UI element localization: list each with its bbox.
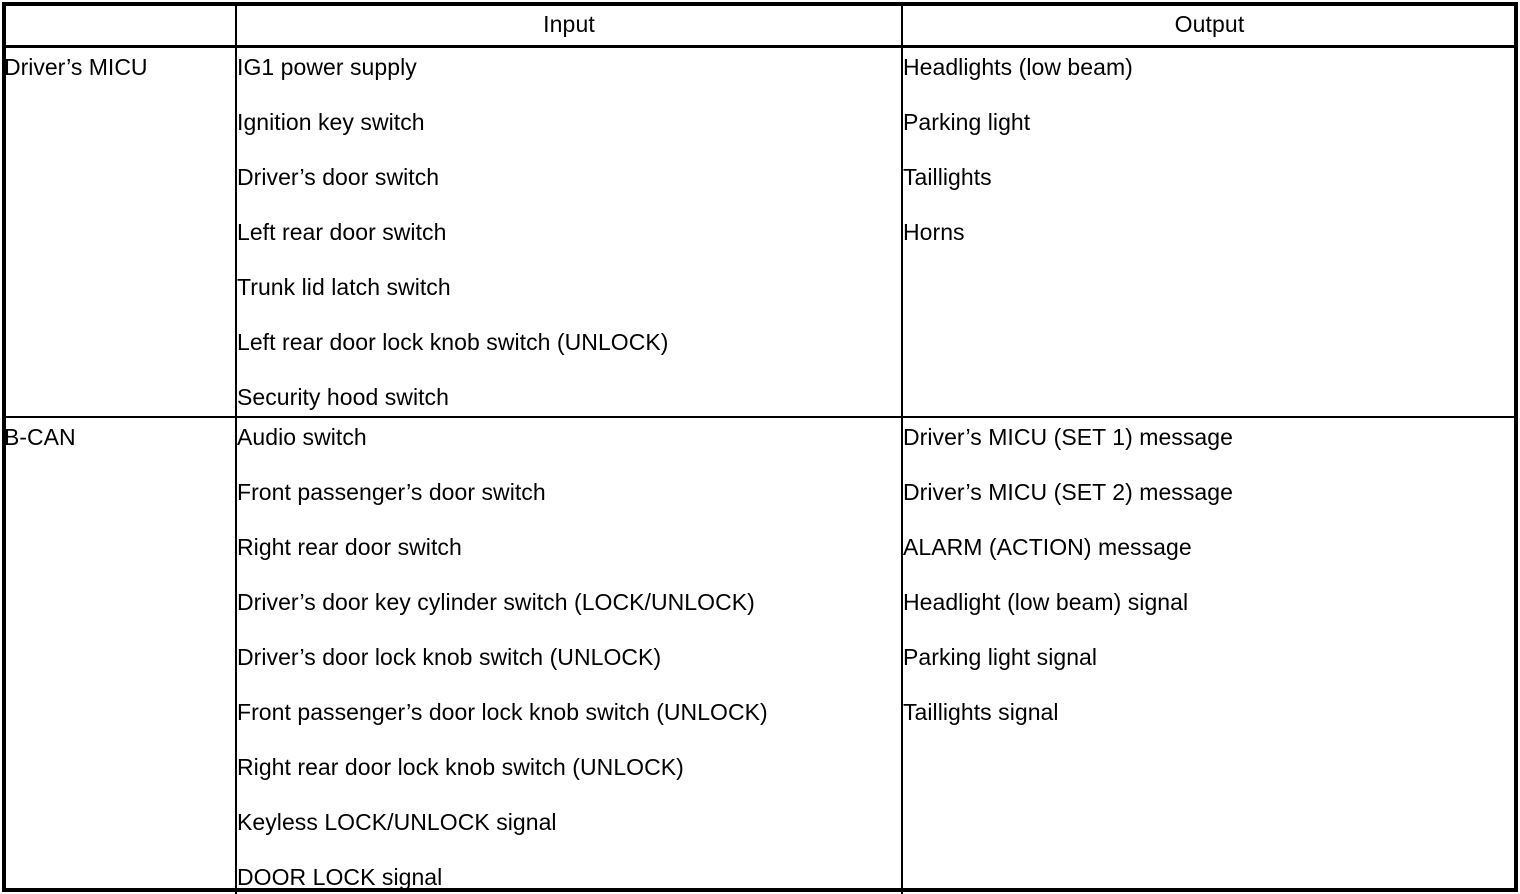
list-item: Headlights (low beam)	[903, 53, 1133, 80]
list-item: Headlight (low beam) signal	[903, 588, 1189, 615]
input-list: Audio switch Front passenger’s door swit…	[237, 418, 901, 894]
list-item: Driver’s door key cylinder switch (LOCK/…	[237, 588, 755, 615]
input-output-table: Input Output Driver’s MICU IG1 power sup…	[4, 4, 1516, 894]
header-output-column: Output	[901, 4, 1516, 48]
list-item: Driver’s MICU (SET 2) message	[903, 478, 1233, 505]
header-module-column	[4, 4, 237, 48]
header-input-column: Input	[235, 4, 903, 48]
list-item: ALARM (ACTION) message	[903, 533, 1192, 560]
list-item: Right rear door switch	[237, 533, 462, 560]
output-list: Headlights (low beam) Parking light Tail…	[903, 48, 1516, 251]
list-item: Right rear door lock knob switch (UNLOCK…	[237, 753, 684, 780]
table-header-row: Input Output	[4, 4, 1516, 48]
table-row: B-CAN Audio switch Front passenger’s doo…	[4, 415, 1516, 894]
input-cell-b-can: Audio switch Front passenger’s door swit…	[235, 415, 903, 894]
list-item: Ignition key switch	[237, 108, 425, 135]
input-list: IG1 power supply Ignition key switch Dri…	[237, 48, 901, 416]
table-row: Driver’s MICU IG1 power supply Ignition …	[4, 45, 1516, 418]
list-item: Left rear door switch	[237, 218, 447, 245]
output-cell-drivers-micu: Headlights (low beam) Parking light Tail…	[901, 45, 1516, 418]
module-cell-b-can: B-CAN	[4, 415, 237, 894]
output-list: Driver’s MICU (SET 1) message Driver’s M…	[903, 418, 1516, 731]
list-item: Security hood switch	[237, 383, 449, 410]
list-item: Horns	[903, 218, 965, 245]
module-label: B-CAN	[4, 423, 76, 450]
module-label: Driver’s MICU	[4, 53, 148, 80]
list-item: Taillights signal	[903, 698, 1059, 725]
list-item: IG1 power supply	[237, 53, 417, 80]
list-item: Keyless LOCK/UNLOCK signal	[237, 808, 557, 835]
header-input-label: Input	[543, 11, 595, 37]
list-item: Driver’s MICU (SET 1) message	[903, 423, 1233, 450]
list-item: Audio switch	[237, 423, 367, 450]
list-item: Front passenger’s door lock knob switch …	[237, 698, 768, 725]
input-cell-drivers-micu: IG1 power supply Ignition key switch Dri…	[235, 45, 903, 418]
list-item: DOOR LOCK signal	[237, 863, 443, 890]
output-cell-b-can: Driver’s MICU (SET 1) message Driver’s M…	[901, 415, 1516, 894]
list-item: Front passenger’s door switch	[237, 478, 546, 505]
list-item: Taillights	[903, 163, 992, 190]
list-item: Parking light	[903, 108, 1031, 135]
header-output-label: Output	[1174, 11, 1245, 37]
list-item: Left rear door lock knob switch (UNLOCK)	[237, 328, 669, 355]
list-item: Trunk lid latch switch	[237, 273, 451, 300]
list-item: Driver’s door switch	[237, 163, 440, 190]
module-cell-drivers-micu: Driver’s MICU	[4, 45, 237, 418]
list-item: Parking light signal	[903, 643, 1098, 670]
list-item: Driver’s door lock knob switch (UNLOCK)	[237, 643, 662, 670]
